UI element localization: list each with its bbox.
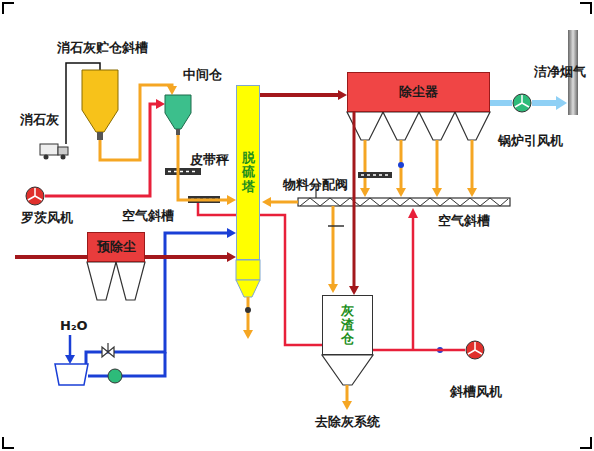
connector-line [353, 112, 356, 287]
process-label: 消石灰 [20, 112, 59, 128]
valve-dot [398, 162, 404, 168]
arrowhead [167, 86, 177, 95]
flow-connector [178, 135, 236, 205]
node-label: 消石灰贮仓斜槽 [57, 40, 148, 56]
slide-fan-air [408, 208, 443, 353]
arrowhead [156, 99, 165, 109]
node-label: 中间仓 [183, 67, 222, 83]
node-label: 预除尘 [97, 239, 136, 255]
connector-line [178, 135, 228, 200]
slide-to-ash-silo [328, 206, 344, 293]
connector-line [260, 93, 339, 97]
pre-dust-collector: 预除尘 [87, 232, 145, 262]
node-label: 脱硫塔 [242, 151, 255, 194]
intermediate-bin: 中间仓 [165, 95, 191, 135]
node-label: 罗茨风机 [21, 210, 73, 226]
hopper-arrowheads [360, 188, 477, 197]
lime-silo: 消石灰贮仓斜槽 [82, 70, 118, 140]
arrowhead [227, 252, 236, 262]
arrowhead [349, 286, 359, 295]
fan-symbol [465, 340, 485, 360]
dust-collector: 除尘器 [347, 72, 490, 112]
desulfurization-tower: 脱硫塔 [236, 85, 260, 260]
slide-to-tower [262, 197, 298, 207]
corner-marks [3, 3, 591, 448]
connector-line [490, 100, 512, 106]
arrowhead [227, 195, 236, 205]
flow-connector [373, 350, 465, 351]
flow-connector [349, 112, 359, 295]
distribution-valve [358, 172, 392, 178]
fan-symbol [512, 93, 532, 113]
node-label: 斜槽风机 [450, 384, 502, 400]
node-label: 灰渣仓 [341, 304, 354, 347]
silo-cone [322, 355, 373, 385]
belt-scale [165, 168, 201, 175]
process-label: 空气斜槽 [438, 213, 490, 229]
ash-silo: 灰渣仓 [322, 295, 373, 355]
flow-connector [145, 252, 236, 262]
slide-fan: 斜槽风机 [465, 340, 485, 360]
flue-gas-inlet [15, 255, 87, 259]
process-label: H₂O [60, 318, 88, 334]
node-label: 除尘器 [399, 84, 438, 100]
pre-hoppers [87, 262, 145, 300]
process-label: 去除灰系统 [315, 414, 380, 430]
process-label: 洁净烟气 [534, 64, 586, 80]
connector-line [260, 215, 322, 345]
process-label: 物料分配阀 [283, 177, 348, 193]
connector-line [145, 255, 228, 259]
induced-draft-fan: 锅炉引风机 [512, 93, 532, 113]
collector-hoppers [347, 112, 490, 140]
water-system [55, 228, 236, 385]
flow-connector [260, 215, 322, 345]
silo-symbol [82, 70, 118, 140]
process-label: 空气斜槽 [122, 208, 174, 224]
process-label: 皮带秤 [190, 152, 229, 168]
silo2-symbol [165, 95, 191, 135]
tower-bottom [236, 260, 260, 339]
hopper-outlets [365, 140, 472, 190]
flow-connector [490, 103, 512, 104]
connector-line [373, 349, 465, 352]
flow-connector [260, 90, 347, 100]
arrowhead [338, 90, 347, 100]
fan-symbol [25, 186, 45, 206]
node-label: 锅炉引风机 [498, 133, 563, 149]
ash-outlet [342, 385, 352, 410]
roots-blower: 罗茨风机 [25, 186, 45, 206]
flue-gas-arrow [532, 96, 567, 110]
